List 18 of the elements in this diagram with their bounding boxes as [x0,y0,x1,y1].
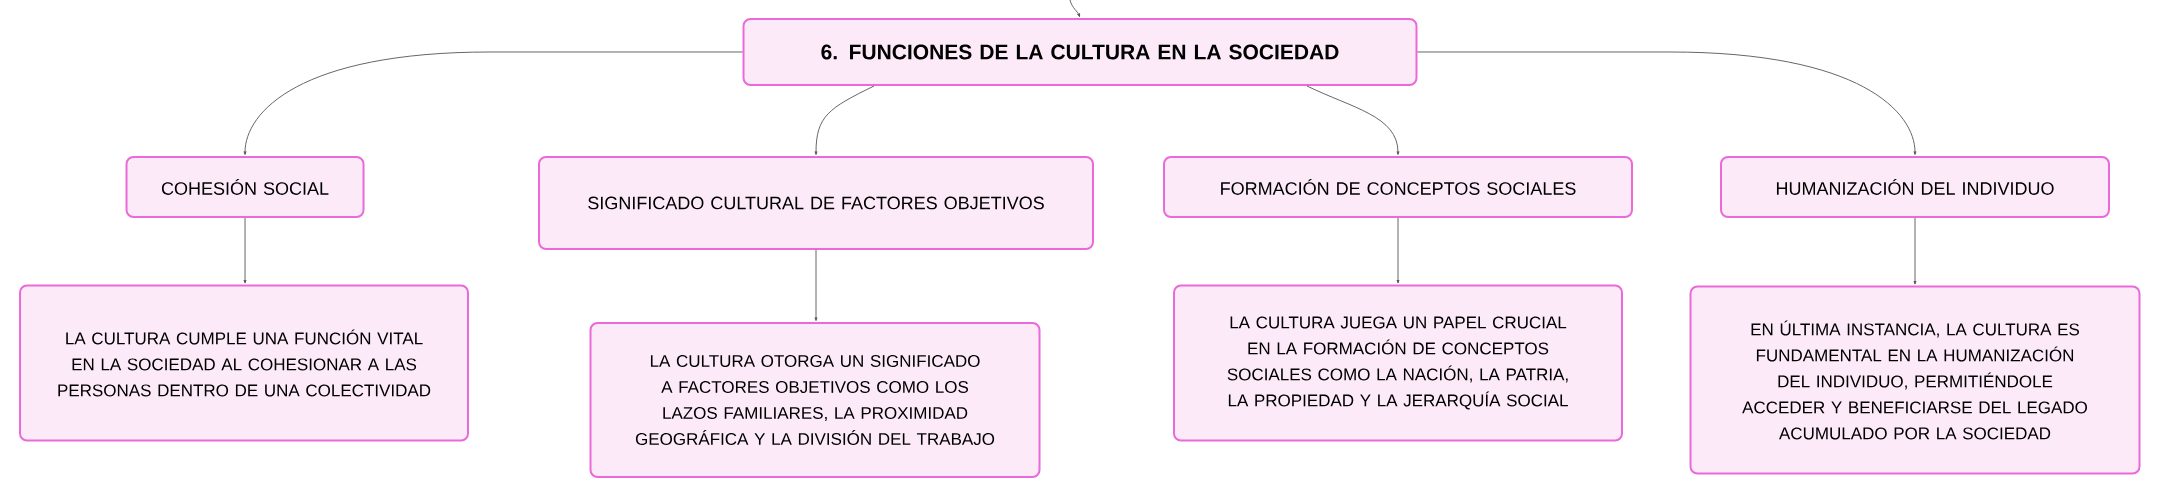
description-box: EN ÚLTIMA INSTANCIA, LA CULTURA ES FUNDAMENTAL EN LA HUMANIZACIÓN DEL INDIVIDUO, PERMITIÉNDOLE ACCEDER Y BENEFICIARSE DEL LEGADO ACUMULADO POR LA SOCIEDAD [1689,285,2141,475]
arrow [243,51,743,155]
arrow [1417,51,1917,155]
topic-box: COHESIÓN SOCIAL [125,156,365,218]
topic-box: FORMACIÓN DE CONCEPTOS SOCIALES [1163,156,1633,218]
description-box: LA CULTURA JUEGA UN PAPEL CRUCIAL EN LA FORMACIÓN DE CONCEPTOS SOCIALES COMO LA NACIÓN, LA PATRIA, LA PROPIEDAD Y LA JERARQUÍA SOCIAL [1173,284,1623,442]
arrow [1396,217,1400,284]
arrow [1306,85,1400,155]
arrow [814,249,818,321]
title-box: 6. FUNCIONES DE LA CULTURA EN LA SOCIEDAD [742,18,1418,86]
arrow [1913,217,1917,285]
topic-box: HUMANIZACIÓN DEL INDIVIDUO [1720,156,2110,218]
topic-box: SIGNIFICADO CULTURAL DE FACTORES OBJETIVOS [538,156,1094,250]
arrow [1069,0,1080,18]
arrow [814,85,875,155]
description-box: LA CULTURA OTORGA UN SIGNIFICADO A FACTORES OBJETIVOS COMO LOS LAZOS FAMILIARES, LA PROXIMIDAD GEOGRÁFICA Y LA DIVISIÓN DEL TRABAJO [589,322,1041,478]
description-box: LA CULTURA CUMPLE UNA FUNCIÓN VITAL EN LA SOCIEDAD AL COHESIONAR A LAS PERSONAS DENTRO DE UNA COLECTIVIDAD [19,284,469,442]
arrow [243,217,247,284]
